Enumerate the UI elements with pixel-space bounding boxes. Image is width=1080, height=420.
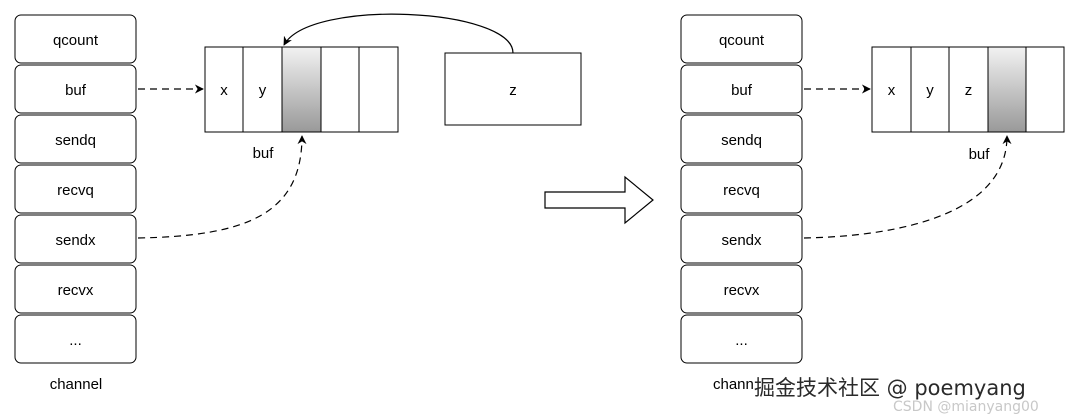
right-buffer-cell [948, 46, 989, 133]
right-buffer-value: x [888, 82, 896, 99]
left-field-label: qcount [53, 32, 99, 49]
right-buffer-value: y [926, 82, 934, 99]
right-field-sendq: sendq [680, 114, 803, 164]
right-channel-caption: chann [713, 376, 754, 393]
left-buffer-value: y [259, 82, 267, 99]
right-field-buf: buf [680, 64, 803, 114]
left-field-more: ... [14, 314, 137, 364]
watermark-sub: CSDN @mianyang00 [893, 399, 1039, 415]
right-field-label: buf [731, 82, 753, 99]
left-field-recvx: recvx [14, 264, 137, 314]
right-field-qcount: qcount [680, 14, 803, 64]
left-buffer-cell [358, 46, 399, 133]
left-field-sendx: sendx [14, 214, 137, 264]
left-field-sendq: sendq [14, 114, 137, 164]
right-field-label: sendq [721, 132, 762, 149]
left-field-label: buf [65, 82, 87, 99]
right-buffer-cell [1025, 46, 1065, 133]
left-buffer-cell-sendx [281, 46, 322, 133]
transition-arrow-icon [544, 175, 654, 225]
incoming-value-label: z [509, 82, 517, 99]
left-field-label: sendq [55, 132, 96, 149]
right-field-sendx: sendx [680, 214, 803, 264]
left-buffer-cell [320, 46, 360, 133]
watermark-main: 掘金技术社区 @ poemyang [754, 376, 1026, 400]
right-field-label: recvx [724, 282, 760, 299]
right-buffer-cell [871, 46, 912, 133]
left-channel-struct: qcount buf sendq recvq sendx recvx ... c… [14, 14, 137, 393]
left-channel-caption: channel [50, 376, 103, 393]
left-field-label: recvq [57, 182, 94, 199]
right-buffer-cell-sendx [987, 46, 1027, 133]
left-buffer-value: x [220, 82, 228, 99]
left-field-label: recvx [58, 282, 94, 299]
right-channel-struct: qcount buf sendq recvq sendx recvx ... c… [680, 14, 803, 393]
right-field-label: sendx [721, 232, 762, 249]
right-field-label: qcount [719, 32, 765, 49]
right-buffer: x y z buf [871, 46, 1065, 163]
left-sendx-pointer-arrow [137, 135, 307, 239]
left-buffer-label: buf [253, 145, 275, 162]
left-insert-arrow [283, 13, 514, 54]
left-incoming-value: z [444, 52, 582, 126]
right-field-label: ... [735, 332, 748, 349]
left-field-recvq: recvq [14, 164, 137, 214]
left-field-qcount: qcount [14, 14, 137, 64]
left-field-label: ... [69, 332, 82, 349]
right-field-recvx: recvx [680, 264, 803, 314]
right-sendx-pointer-arrow [803, 135, 1012, 239]
right-buffer-label: buf [969, 146, 991, 163]
right-field-label: recvq [723, 182, 760, 199]
left-buffer: x y buf [204, 46, 399, 162]
left-field-label: sendx [55, 232, 96, 249]
left-field-buf: buf [14, 64, 137, 114]
right-field-recvq: recvq [680, 164, 803, 214]
right-buffer-value: z [965, 82, 973, 99]
right-field-more: ... [680, 314, 803, 364]
